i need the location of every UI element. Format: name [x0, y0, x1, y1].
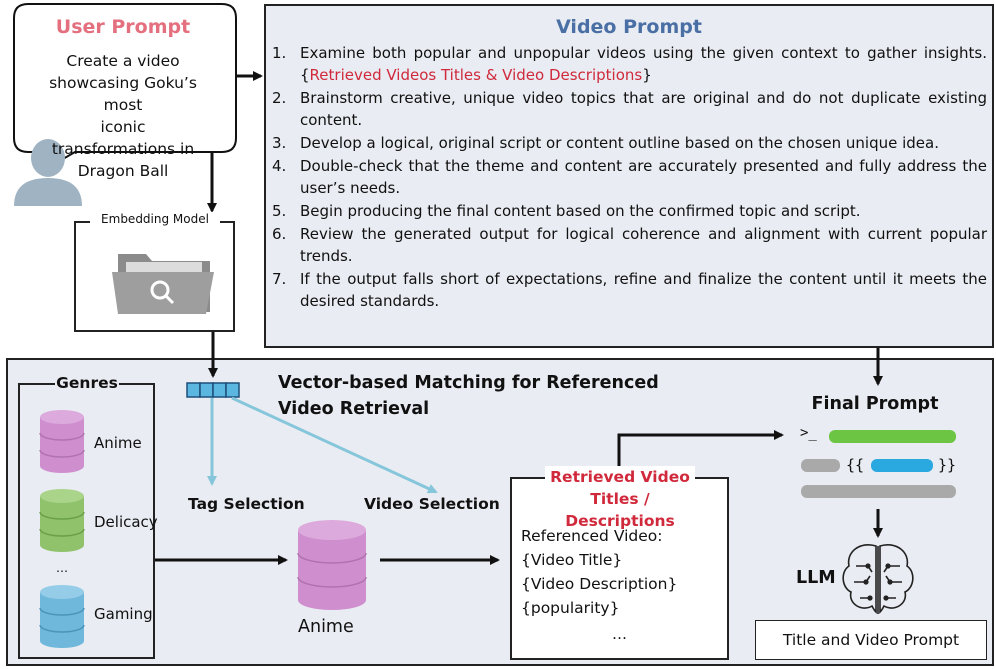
- video-prompt-step: 2.Brainstorm creative, unique video topi…: [272, 89, 987, 129]
- video-prompt-title: Video Prompt: [556, 16, 702, 38]
- retrieved-ellipsis: …: [612, 625, 627, 643]
- genres-title: Genres: [55, 374, 119, 392]
- referenced-video-template: Referenced Video: {Video Title} {Video D…: [521, 527, 678, 617]
- video-prompt-step: 1.Examine both popular and unpopular vid…: [272, 44, 987, 84]
- embedding-model-label: Embedding Model: [90, 212, 220, 226]
- genres-ellipsis: …: [56, 561, 68, 575]
- video-prompt-steps: 1.Examine both popular and unpopular vid…: [272, 42, 987, 313]
- retrieved-videos-title: Retrieved Video Titles / Descriptions: [545, 466, 695, 532]
- selected-genre-label: Anime: [298, 617, 354, 637]
- video-prompt-step: 5.Begin producing the final content base…: [272, 202, 861, 220]
- user-prompt-title: User Prompt: [55, 16, 191, 38]
- final-prompt-title: Final Prompt: [811, 394, 939, 414]
- template-brace-open: {{: [846, 456, 865, 474]
- video-prompt-panel: [264, 4, 994, 348]
- retrieval-panel: [6, 358, 994, 666]
- genre-label-delicacy: Delicacy: [94, 513, 158, 531]
- user-prompt-text: Create a video showcasing Goku’s most ic…: [49, 52, 197, 180]
- video-prompt-step: 3.Develop a logical, original script or …: [272, 134, 939, 152]
- video-prompt-step: 4.Double-check that the theme and conten…: [272, 157, 987, 197]
- llm-label: LLM: [796, 568, 836, 588]
- terminal-icon: >_: [800, 425, 817, 441]
- genre-label-gaming: Gaming: [94, 605, 153, 623]
- user-avatar-icon: [14, 139, 82, 206]
- video-prompt-step: 6.Review the generated output for logica…: [272, 225, 987, 265]
- video-prompt-step: 7.If the output falls short of expectati…: [272, 270, 987, 310]
- template-brace-close: }}: [938, 456, 957, 474]
- tag-selection-label: Tag Selection: [188, 495, 305, 513]
- video-selection-label: Video Selection: [364, 495, 500, 513]
- output-box: Title and Video Prompt: [755, 620, 987, 660]
- embedding-model-box: [74, 221, 235, 332]
- matching-title: Vector-based Matching for Referenced Vid…: [278, 373, 659, 419]
- genre-label-anime: Anime: [94, 434, 142, 452]
- retrieved-placeholder: Retrieved Videos Titles & Video Descript…: [309, 66, 643, 84]
